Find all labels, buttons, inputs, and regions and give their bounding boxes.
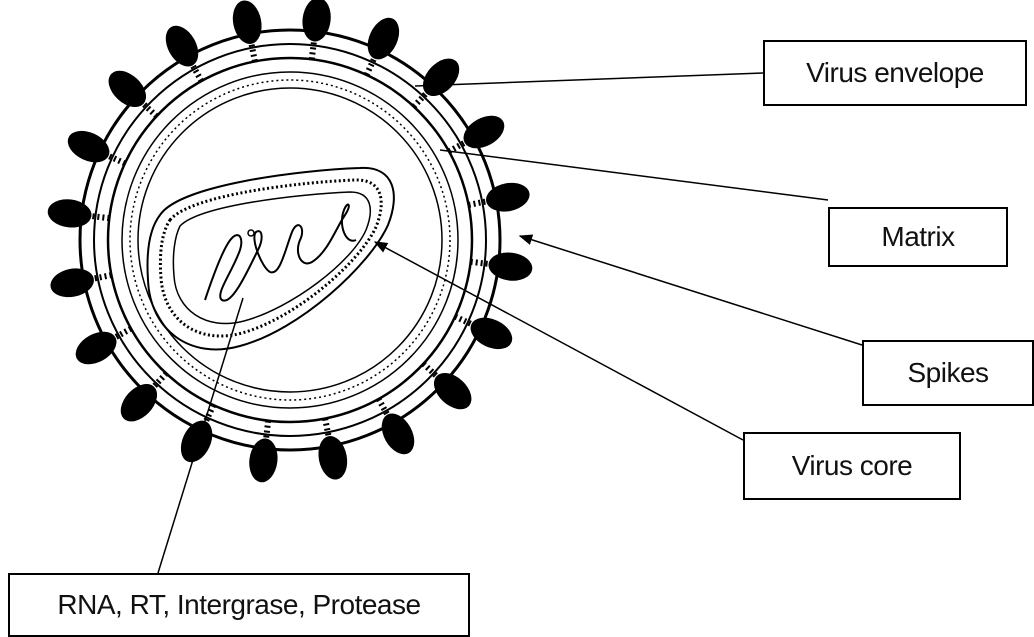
spike [180,420,213,463]
spike [165,25,199,67]
leader-envelope [414,72,764,87]
spike [50,268,94,298]
spike [381,413,415,455]
spike [75,331,117,365]
spike [488,252,533,281]
rna-strand [204,203,357,302]
virus-core-label: Virus core [743,432,961,500]
spike [47,199,92,228]
leader-contents [157,297,244,574]
spike [67,130,110,163]
virus-envelope-label: Virus envelope [763,40,1027,106]
spike [470,317,513,350]
leader-core [373,241,744,441]
spike [232,0,262,44]
spikes-label: Spikes [862,340,1034,406]
spike [367,17,400,60]
spike [249,438,278,483]
virus-core [146,166,395,351]
leader-matrix [439,149,829,201]
spike [486,182,530,212]
virus-envelope [78,28,502,452]
spike [318,436,348,480]
leader-spikes [518,234,863,346]
core-contents-label: RNA, RT, Intergrase, Protease [8,573,470,637]
matrix-layer [121,71,459,409]
spike [463,115,505,149]
spike [302,0,331,42]
leader-lines [157,72,863,574]
matrix-label: Matrix [828,207,1008,267]
